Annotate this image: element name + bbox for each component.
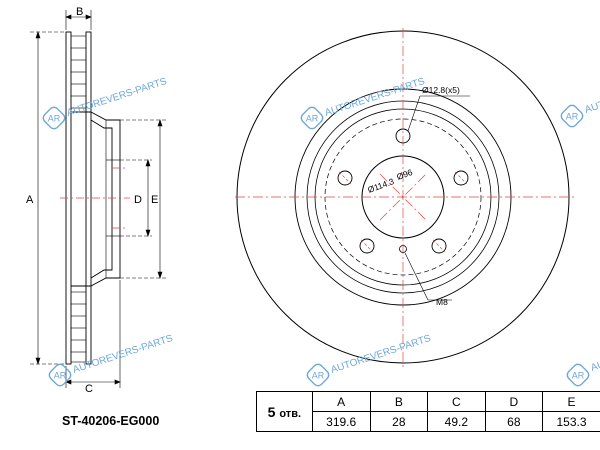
svg-text:AUTOREVERS-PARTS: AUTOREVERS-PARTS: [66, 76, 169, 119]
dim-label-e: E: [151, 194, 158, 206]
spec-table-header-row: 5 отв. A B C D E: [256, 391, 600, 432]
side-section-view: [65, 31, 121, 365]
svg-text:AUTOREVERS-PARTS: AUTOREVERS-PARTS: [330, 333, 433, 376]
hole-diameter-label: Ø12.8(x5): [422, 85, 460, 95]
svg-text:AUTOREVERS-PARTS: AUTOREVERS-PARTS: [324, 76, 427, 119]
center-bore-label: Ø96: [395, 167, 414, 182]
watermark: AUTOREVERS-PARTS: [298, 76, 427, 132]
holes-unit: отв.: [279, 407, 302, 420]
watermark: AUTOREVERS-PARTS: [40, 76, 169, 132]
spec-value: 28: [369, 411, 428, 432]
watermark: AUTOREVERS-PARTS: [564, 331, 600, 389]
spec-table-value-row: 319.6 28 49.2 68 153.3: [257, 411, 600, 432]
spec-header: D: [484, 391, 544, 412]
dim-label-d: D: [134, 194, 142, 206]
svg-text:AUTOREVERS-PARTS: AUTOREVERS-PARTS: [72, 333, 175, 376]
front-leaders: [404, 95, 470, 301]
thread-label: M8: [436, 297, 448, 307]
front-centerlines: [235, 28, 575, 370]
pcd-label: Ø114.3: [366, 176, 395, 195]
spec-header: E: [542, 391, 600, 412]
spec-value: 153.3: [542, 411, 600, 432]
bolt-hole: [431, 238, 447, 254]
spec-value: 319.6: [311, 411, 371, 432]
holes-count-cell: 5 отв.: [256, 391, 313, 432]
spec-header: B: [369, 391, 428, 412]
part-number: ST-40206-EG000: [62, 414, 160, 428]
spec-header: A: [311, 391, 371, 412]
svg-text:AUTOREVERS-PARTS: AUTOREVERS-PARTS: [590, 331, 600, 374]
bolt-hole: [359, 238, 375, 254]
bolt-hole: [337, 170, 353, 186]
holes-count: 5: [267, 403, 276, 420]
watermark: AUTOREVERS-PARTS: [558, 73, 600, 130]
spec-header: C: [426, 391, 486, 412]
bolt-hole: [453, 170, 469, 186]
side-centerlines: [60, 167, 130, 229]
dim-label-a: A: [26, 194, 34, 206]
dim-label-c: C: [85, 383, 93, 395]
spec-value: 49.2: [426, 411, 486, 432]
side-dimension-lines: [30, 10, 166, 388]
svg-text:AUTOREVERS-PARTS: AUTOREVERS-PARTS: [584, 73, 600, 116]
watermark: AUTOREVERS-PARTS: [304, 333, 433, 389]
spec-table: 5 отв. A B C D E 319.6 28 49.2 68 153.3: [256, 391, 600, 432]
dim-label-b: B: [76, 6, 83, 18]
spec-value: 68: [484, 411, 544, 432]
